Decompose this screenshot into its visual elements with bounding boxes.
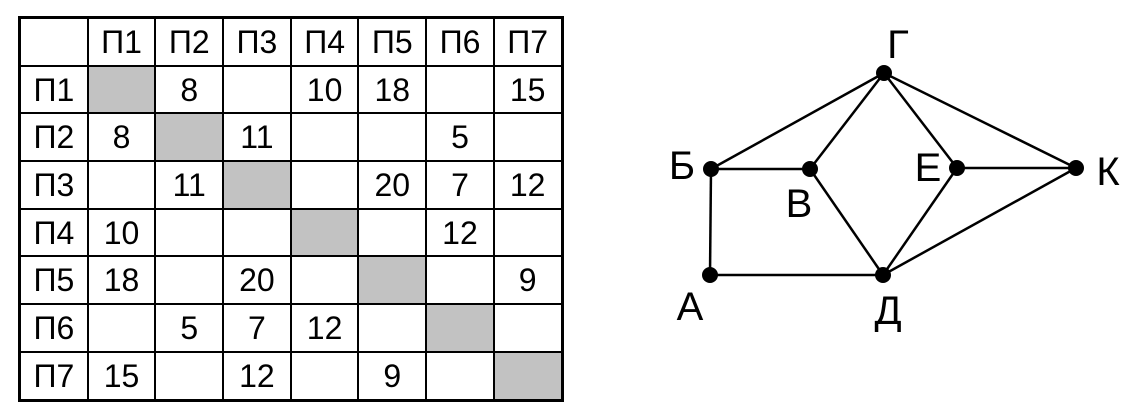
empty-cell xyxy=(425,350,495,402)
col-header-П4: П4 xyxy=(289,16,360,67)
vertex-dot-Б xyxy=(703,161,719,177)
graph-edge-Д-Е xyxy=(881,167,959,276)
row-header-П7: П7 xyxy=(18,350,89,402)
weight-cell: 8 xyxy=(154,64,225,115)
vertex-label-К: К xyxy=(1096,150,1120,194)
weight-cell: 15 xyxy=(86,350,157,402)
weight-cell: 11 xyxy=(154,160,225,210)
col-header-П6: П6 xyxy=(425,16,495,67)
corner-cell xyxy=(18,16,89,67)
col-header-П2: П2 xyxy=(154,16,225,67)
empty-cell xyxy=(289,350,360,402)
row-header-П1: П1 xyxy=(18,64,89,115)
col-header-П5: П5 xyxy=(357,16,428,67)
vertex-label-Б: Б xyxy=(669,144,695,188)
empty-cell xyxy=(357,207,428,258)
diagonal-cell xyxy=(357,255,428,306)
weight-cell: 5 xyxy=(154,303,225,353)
weight-cell: 7 xyxy=(222,303,292,353)
empty-cell xyxy=(154,350,225,402)
weight-cell: 11 xyxy=(222,112,292,163)
diagonal-cell xyxy=(222,160,292,210)
vertex-label-Д: Д xyxy=(874,289,901,333)
row-header-П4: П4 xyxy=(18,207,89,258)
empty-cell xyxy=(492,207,564,258)
graph-edge-Б-Г xyxy=(710,71,885,171)
graph-edge-Г-К xyxy=(883,71,1077,170)
diagonal-cell xyxy=(425,303,495,353)
empty-cell xyxy=(222,64,292,115)
vertex-dot-Г xyxy=(876,65,892,81)
empty-cell xyxy=(289,160,360,210)
vertex-label-Г: Г xyxy=(887,23,909,67)
weight-cell: 20 xyxy=(357,160,428,210)
empty-cell xyxy=(425,64,495,115)
weight-cell: 10 xyxy=(86,207,157,258)
diagonal-cell xyxy=(154,112,225,163)
graph-edge-А-Б xyxy=(708,168,713,276)
graph-edge-В-Д xyxy=(808,168,885,276)
weight-cell: 12 xyxy=(492,160,564,210)
weight-cell: 18 xyxy=(86,255,157,306)
row-header-П2: П2 xyxy=(18,112,89,163)
empty-cell xyxy=(222,207,292,258)
weight-cell: 18 xyxy=(357,64,428,115)
row-header-П3: П3 xyxy=(18,160,89,210)
col-header-П3: П3 xyxy=(222,16,292,67)
weight-cell: 12 xyxy=(222,350,292,402)
weight-cell: 9 xyxy=(492,255,564,306)
weight-cell: 12 xyxy=(289,303,360,353)
col-header-П7: П7 xyxy=(492,16,564,67)
empty-cell xyxy=(357,112,428,163)
row-header-П6: П6 xyxy=(18,303,89,353)
diagonal-cell xyxy=(289,207,360,258)
vertex-dot-А xyxy=(702,267,718,283)
vertex-dot-Д xyxy=(875,267,891,283)
row-header-П5: П5 xyxy=(18,255,89,306)
graph-edge-Г-Е xyxy=(883,72,958,169)
weight-cell: 12 xyxy=(425,207,495,258)
weight-cell: 7 xyxy=(425,160,495,210)
empty-cell xyxy=(154,207,225,258)
weight-cell: 5 xyxy=(425,112,495,163)
empty-cell xyxy=(86,160,157,210)
weight-cell: 10 xyxy=(289,64,360,115)
diagonal-cell xyxy=(86,64,157,115)
vertex-label-А: А xyxy=(677,285,704,329)
weight-cell: 20 xyxy=(222,255,292,306)
vertex-label-Е: Е xyxy=(915,146,942,190)
graph-edge-В-Г xyxy=(809,72,885,170)
vertex-dot-В xyxy=(802,161,818,177)
empty-cell xyxy=(492,303,564,353)
empty-cell xyxy=(289,255,360,306)
vertex-dot-К xyxy=(1068,160,1084,176)
weight-cell: 15 xyxy=(492,64,564,115)
col-header-П1: П1 xyxy=(86,16,157,67)
weight-cell: 9 xyxy=(357,350,428,402)
diagonal-cell xyxy=(492,350,564,402)
empty-cell xyxy=(492,112,564,163)
weight-cell: 8 xyxy=(86,112,157,163)
vertex-dot-Е xyxy=(949,160,965,176)
empty-cell xyxy=(86,303,157,353)
graph-edge-Д-К xyxy=(882,166,1077,277)
vertex-label-В: В xyxy=(786,182,813,226)
empty-cell xyxy=(154,255,225,306)
empty-cell xyxy=(425,255,495,306)
empty-cell xyxy=(357,303,428,353)
empty-cell xyxy=(289,112,360,163)
